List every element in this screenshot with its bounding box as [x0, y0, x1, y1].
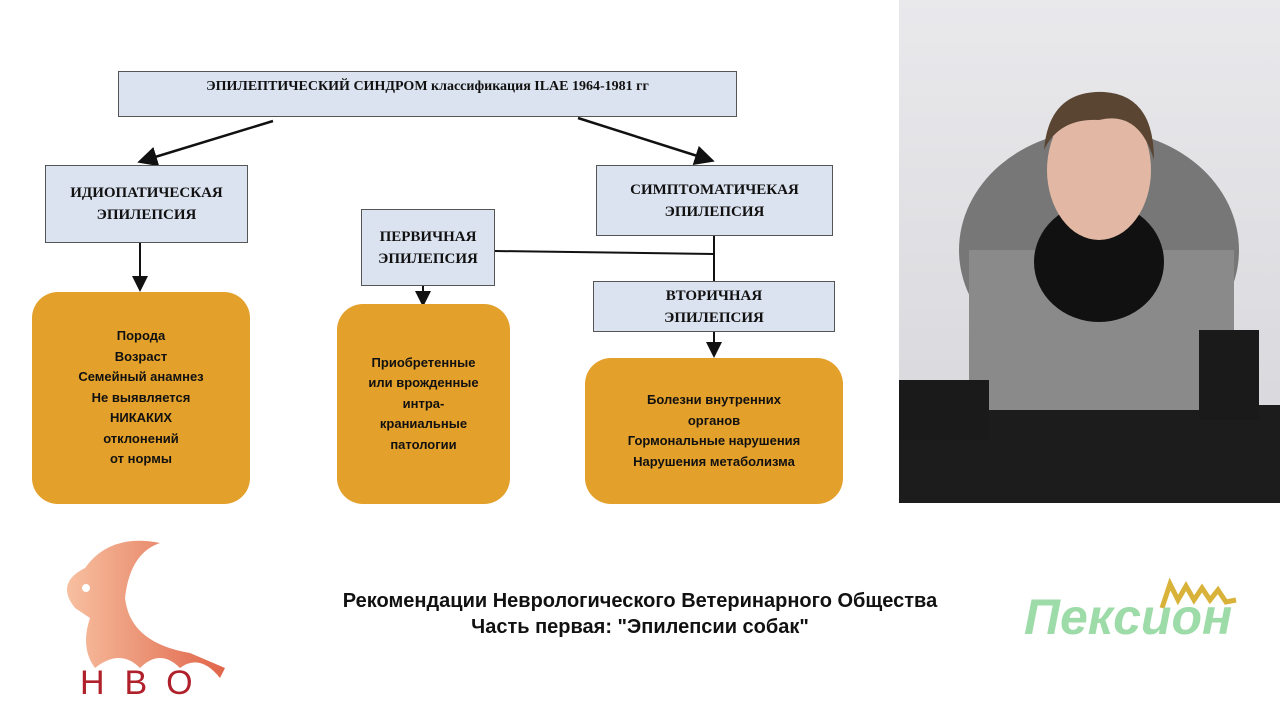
note: Нарушения метаболизма [633, 453, 795, 469]
label: СИМПТОМАТИЧЕКАЯ [630, 181, 799, 198]
note: Не выявляется [91, 389, 191, 405]
note: интра- [402, 395, 445, 411]
caption-line-1: Рекомендации Неврологического Ветеринарн… [342, 590, 938, 612]
diagram-connectors [132, 116, 722, 358]
symptomatic-box: СИМПТОМАТИЧЕКАЯ ЭПИЛЕПСИЯ [596, 165, 833, 236]
note: Гормональные нарушения [627, 433, 801, 448]
primary-box: ПЕРВИЧНАЯ ЭПИЛЕПСИЯ [361, 209, 495, 286]
caption: Рекомендации Неврологического Ветеринарн… [260, 588, 1020, 640]
label: ПЕРВИЧНАЯ [379, 228, 477, 245]
label: ЭПИЛЕПСИЯ [378, 250, 478, 267]
note: Порода [116, 328, 166, 344]
note: НИКАКИХ [109, 410, 172, 426]
label: ИДИОПАТИЧЕСКАЯ [70, 185, 223, 201]
note: органов [687, 412, 741, 428]
idiopathic-box: ИДИОПАТИЧЕСКАЯ ЭПИЛЕПСИЯ [45, 165, 248, 243]
primary-notes: Приобретенные или врожденные интра-краниал… [337, 304, 510, 504]
note: от нормы [110, 451, 172, 467]
nvo-logo: НВО [50, 528, 230, 702]
note: Семейный анамнез [78, 369, 204, 385]
diagram-title: ЭПИЛЕПТИЧЕСКИЙ СИНДРОМ классификация ILA… [206, 79, 649, 94]
label: ВТОРИЧНАЯ [665, 287, 763, 304]
nvo-logo-text: НВО [80, 664, 213, 698]
presenter-video [899, 0, 1280, 503]
diagram-title-box: ЭПИЛЕПТИЧЕСКИЙ СИНДРОМ классификация ILA… [118, 71, 737, 117]
note: Приобретенные [371, 354, 476, 370]
label: ЭПИЛЕПСИЯ [96, 207, 197, 223]
note: краниальные [379, 416, 468, 432]
pexion-logo: Пексион [1022, 577, 1242, 648]
label: ЭПИЛЕПСИЯ [664, 309, 764, 326]
note: Возраст [114, 348, 168, 364]
note: отклонений [103, 430, 179, 446]
secondary-box: ВТОРИЧНАЯ ЭПИЛЕПСИЯ [593, 281, 835, 332]
presenter-figure [899, 91, 1280, 503]
label: ЭПИЛЕПСИЯ [664, 203, 765, 220]
pexion-logo-text: Пексион [1024, 589, 1233, 645]
note: или врожденные [368, 375, 479, 391]
note: патологии [390, 436, 457, 452]
note: Болезни внутренних [647, 392, 781, 407]
caption-line-2: Часть первая: "Эпилепсии собак" [471, 616, 809, 638]
